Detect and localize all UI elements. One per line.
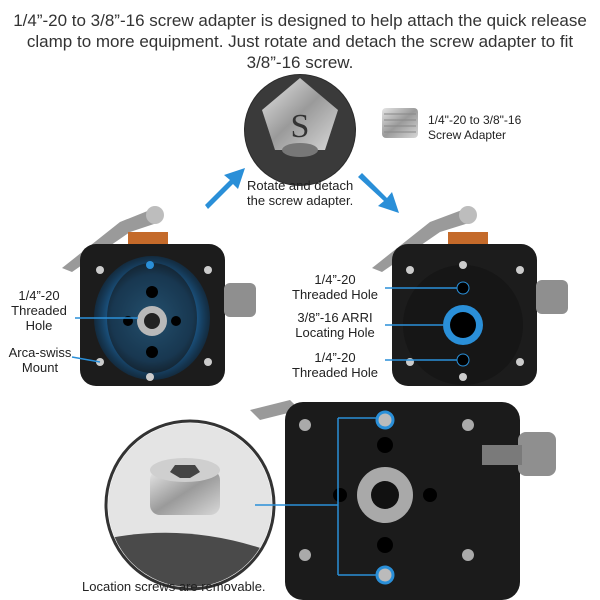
arrow-up-left-icon <box>205 168 245 209</box>
arrow-down-right-icon <box>358 173 399 213</box>
bottom-clamp-closeup <box>250 400 556 600</box>
screw-adapter-icon <box>382 108 418 138</box>
svg-text:S: S <box>291 108 310 145</box>
right-clamp <box>372 206 568 386</box>
arri-hole-label: 3/8”-16 ARRI Locating Hole <box>295 310 375 340</box>
arca-mount-label: Arca-swiss Mount <box>8 345 72 375</box>
left-clamp <box>62 206 256 386</box>
caption: Location screws are removable. <box>82 579 266 594</box>
headline: 1/4”-20 to 3/8”-16 screw adapter is desi… <box>13 11 587 72</box>
location-screw-zoom <box>104 419 276 591</box>
adapter-label: 1/4"-20 to 3/8"-16 Screw Adapter <box>428 113 522 142</box>
adapter-zoom-circle: S <box>244 74 356 186</box>
left-threaded-hole-label: 1/4”-20 Threaded Hole <box>11 288 67 333</box>
right-top-hole-label: 1/4”-20 Threaded Hole <box>292 272 378 302</box>
rotate-note: Rotate and detach the screw adapter. <box>247 178 354 208</box>
right-bottom-hole-label: 1/4”-20 Threaded Hole <box>292 350 378 380</box>
